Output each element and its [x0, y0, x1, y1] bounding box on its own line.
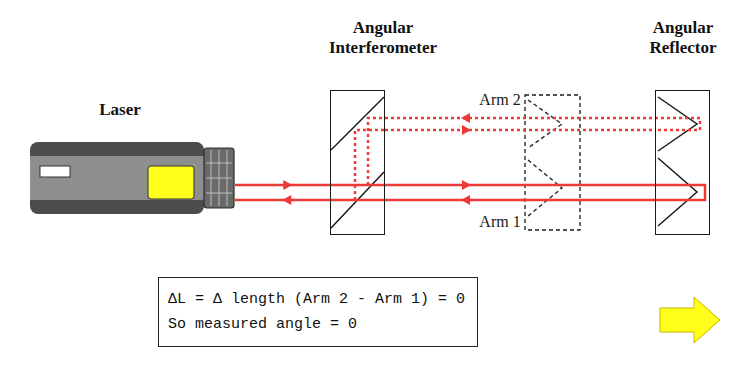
beam-arrowhead — [461, 113, 470, 123]
beam-arrowhead — [462, 180, 471, 190]
arm-label: Arm 1 — [477, 213, 522, 231]
beam-arrowhead — [282, 195, 291, 205]
interferometer-box: Angular Interferometer — [318, 18, 448, 58]
beam-line — [385, 184, 655, 187]
beam-line — [385, 117, 655, 120]
previous-reflector — [525, 95, 580, 230]
beam-line — [385, 129, 655, 132]
note-text: So measured angle = 0 — [168, 312, 468, 337]
note-box: ΔL = Δ length (Arm 2 - Arm 1) = 0So meas… — [158, 277, 478, 347]
reflector-internals — [655, 97, 705, 226]
arm-label: Arm 2 — [477, 91, 522, 109]
part-heading: Angular Reflector — [628, 18, 738, 58]
laser-beam — [235, 180, 330, 205]
part-outline — [655, 90, 710, 235]
beam-line — [385, 199, 655, 202]
laser-beam — [385, 180, 655, 205]
reflector-box: Angular Reflector — [628, 18, 738, 58]
beam-arrowhead — [461, 195, 470, 205]
laser-unit: Laser — [30, 100, 210, 120]
splitter-internals — [330, 97, 385, 228]
motion-arrow — [660, 297, 720, 343]
part-heading: Laser — [30, 100, 210, 120]
beam-line — [235, 184, 330, 187]
laser-beam — [385, 113, 655, 135]
note-text: ΔL = Δ length (Arm 2 - Arm 1) = 0 — [168, 287, 468, 312]
part-heading: Angular Interferometer — [318, 18, 448, 58]
part-outline — [330, 90, 385, 235]
beam-arrowhead — [462, 125, 471, 135]
laser-body — [30, 138, 235, 218]
beam-arrowhead — [283, 180, 292, 190]
